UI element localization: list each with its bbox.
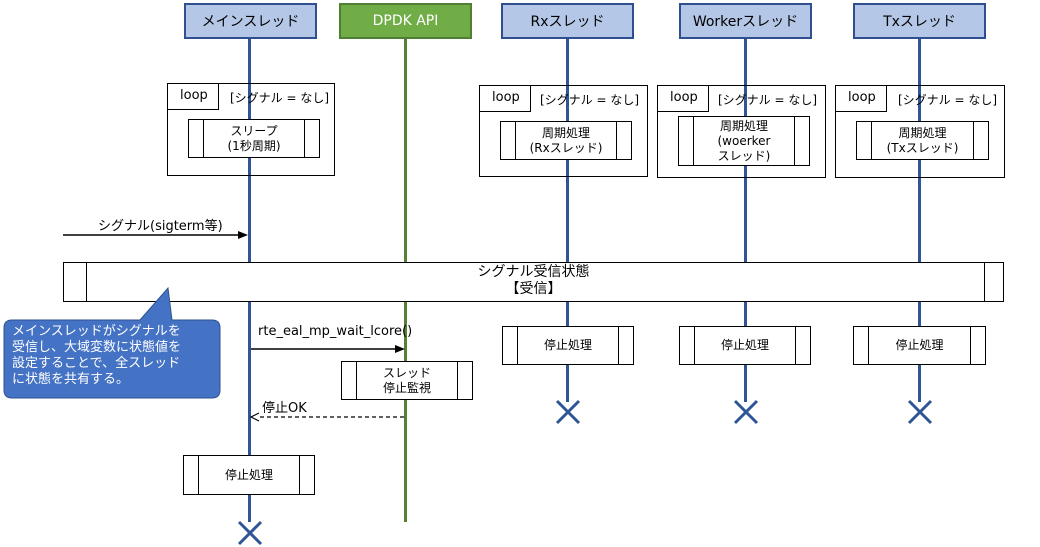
dpdk-api-title: DPDK API <box>372 13 439 29</box>
main-stop-box: 停止処理 <box>183 455 315 495</box>
worker-periodic-label: 周期処理 (woerker スレッド) <box>717 118 771 163</box>
worker-destroy-mark <box>733 399 759 425</box>
rx-periodic-label: 周期処理 (Rxスレッド) <box>529 125 603 155</box>
loop-label: loop <box>168 84 219 110</box>
note-callout-text: メインスレッドがシグナルを 受信し、大域変数に状態値を 設定することで、全スレッ… <box>12 324 182 387</box>
main-loop-frame: loop [シグナル = なし] <box>167 83 335 176</box>
main-thread-title: メインスレッド <box>201 14 300 30</box>
signal-state-label: シグナル受信状態 【受信】 <box>477 264 590 297</box>
stop-ok-label: 停止OK <box>262 401 307 416</box>
rx-thread-title: Rxスレッド <box>530 14 605 30</box>
rx-stop-box: 停止処理 <box>502 326 634 365</box>
worker-stop-box: 停止処理 <box>679 326 811 365</box>
loop-label: loop <box>480 86 531 112</box>
loop-guard: [シグナル = なし] <box>230 91 330 105</box>
main-stop-label: 停止処理 <box>224 467 273 482</box>
worker-stop-label: 停止処理 <box>720 338 769 352</box>
tx-stop-label: 停止処理 <box>895 338 944 352</box>
tx-periodic-box: 周期処理 (Txスレッド) <box>856 121 989 160</box>
wait-lcore-call-label: rte_eal_mp_wait_lcore() <box>258 324 413 339</box>
loop-label: loop <box>836 86 887 112</box>
worker-loop-frame: loop [シグナル = なし] <box>657 85 826 178</box>
dpdk-api-header: DPDK API <box>339 3 472 39</box>
stop-ok-arrowhead <box>249 412 260 422</box>
wait-lcore-arrowhead <box>395 345 405 353</box>
worker-lifeline <box>744 39 747 402</box>
thread-stop-monitor-label: スレッド 停止監視 <box>382 365 431 395</box>
rx-stop-label: 停止処理 <box>543 338 592 352</box>
main-sleep-label: スリープ (1秒周期) <box>227 123 281 153</box>
main-destroy-mark <box>237 520 263 546</box>
rx-periodic-box: 周期処理 (Rxスレッド) <box>500 121 632 160</box>
rx-thread-header: Rxスレッド <box>501 3 634 39</box>
note-callout-shape <box>3 286 221 399</box>
rx-loop-frame: loop [シグナル = なし] <box>479 85 648 177</box>
signal-state-band: シグナル受信状態 【受信】 <box>63 262 1004 302</box>
tx-loop-frame: loop [シグナル = なし] <box>835 85 1005 178</box>
thread-stop-monitor-box: スレッド 停止監視 <box>341 361 473 400</box>
tx-thread-title: Txスレッド <box>883 14 956 30</box>
loop-guard: [シグナル = なし] <box>718 93 818 107</box>
main-thread-header: メインスレッド <box>184 3 317 39</box>
tx-destroy-mark <box>907 399 933 425</box>
tx-lifeline <box>918 39 921 402</box>
tx-periodic-label: 周期処理 (Txスレッド) <box>886 125 959 155</box>
tx-thread-header: Txスレッド <box>853 3 986 39</box>
loop-label: loop <box>658 86 709 112</box>
rx-destroy-mark <box>555 399 581 425</box>
loop-guard: [シグナル = なし] <box>898 93 998 107</box>
rx-lifeline <box>566 39 569 402</box>
worker-periodic-box: 周期処理 (woerker スレッド) <box>678 116 810 166</box>
worker-thread-title: Workerスレッド <box>692 14 799 30</box>
main-sleep-box: スリープ (1秒周期) <box>188 119 320 158</box>
worker-thread-header: Workerスレッド <box>679 3 812 39</box>
loop-guard: [シグナル = なし] <box>540 93 640 107</box>
signal-message-label: シグナル(sigterm等) <box>98 219 223 234</box>
tx-stop-box: 停止処理 <box>853 326 986 365</box>
